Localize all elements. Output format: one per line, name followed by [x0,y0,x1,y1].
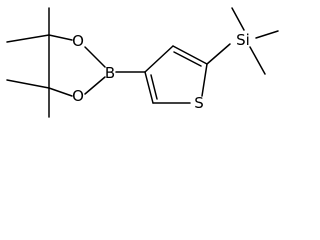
bond-c5-si [206,43,231,65]
atom-label-s: S [194,94,204,112]
atom-labels: O O B S Si [72,31,250,112]
si-methyl-bond-3 [249,46,266,75]
si-methyl-bond-1 [231,7,245,31]
bond-c3-c2-inner [150,74,158,100]
bond-c4-c3 [144,45,174,73]
bond-o-bottom-c [48,87,73,97]
pinacol-ring-bonds [48,34,106,97]
bond-c5-c4-inner [173,51,202,67]
bond-s-c5 [201,63,208,97]
bond-b-o-top [84,46,106,68]
si-methyl-bond-2 [255,30,279,39]
bond-b-o-bottom [84,76,106,95]
methyl-bond-top-2 [6,34,50,43]
silyl-bonds [206,7,279,75]
molecule-diagram: O O B S Si [6,7,279,118]
bond-c3-c2 [144,71,154,104]
bond-c5-c4 [172,45,208,65]
atom-label-o-bottom: O [72,87,84,105]
bond-o-top-c [48,34,73,41]
methyl-bond-bottom-1 [6,79,50,89]
methyl-bonds [6,7,50,118]
thiophene-ring-bonds [144,45,208,104]
atom-label-b: B [105,64,115,82]
atom-label-si: Si [236,31,250,49]
atom-label-o-top: O [72,32,84,50]
